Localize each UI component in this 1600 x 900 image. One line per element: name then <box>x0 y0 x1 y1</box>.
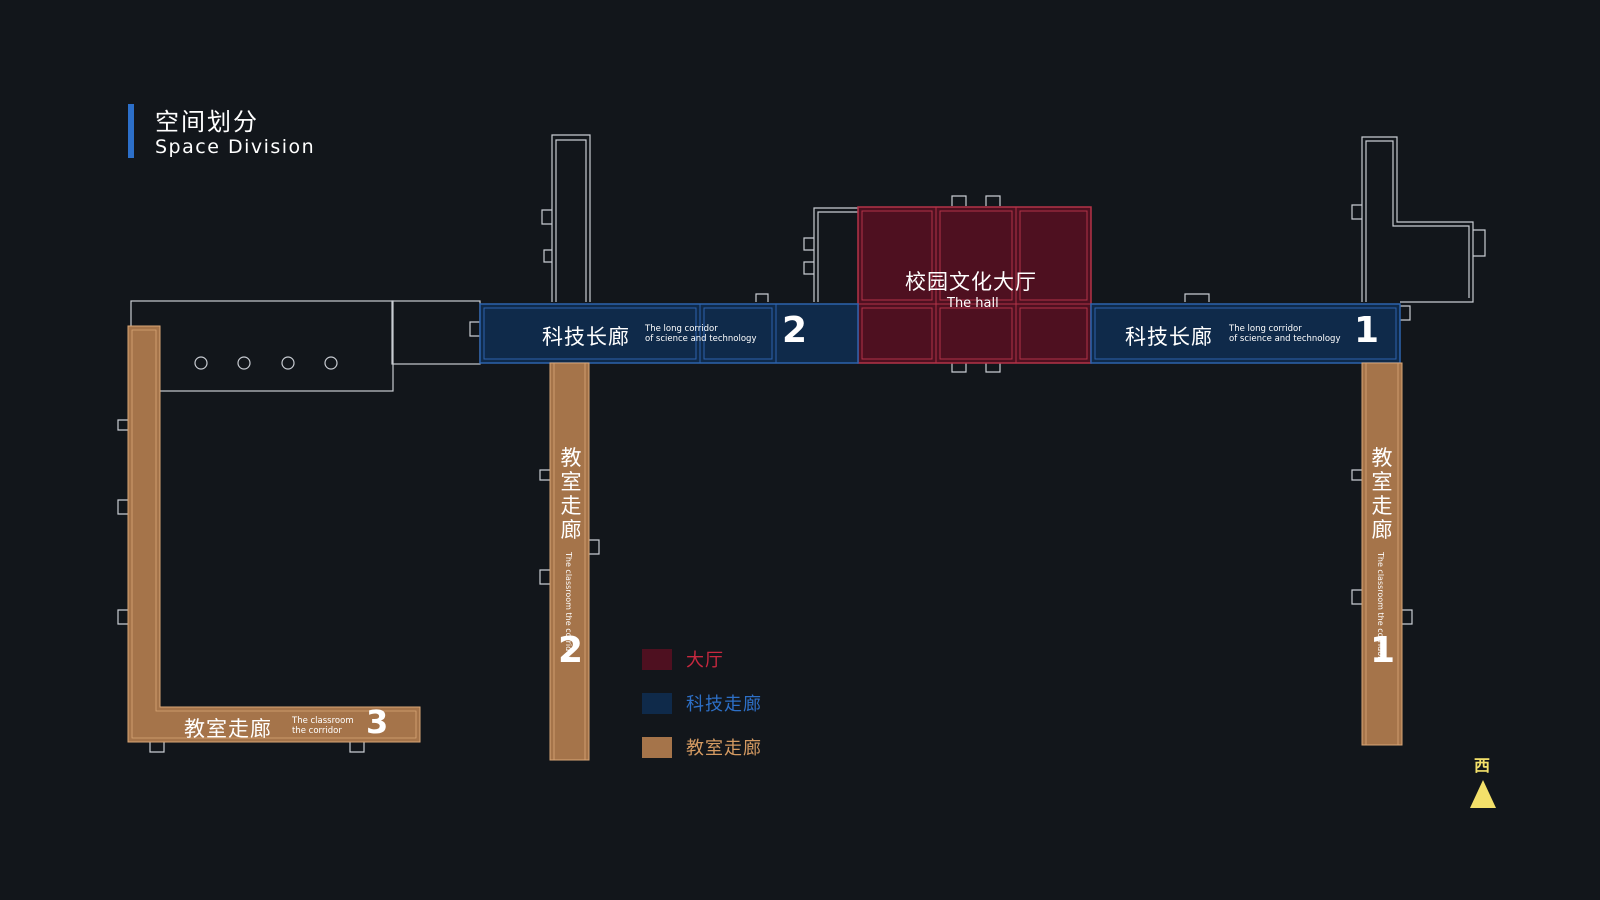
classroom-corridor-2-label-en: The classroom the corridor <box>564 552 573 660</box>
column-circle <box>281 356 295 370</box>
hall-label-cn: 校园文化大厅 <box>905 270 1037 294</box>
tech-corridor-2-zone <box>479 303 859 364</box>
tech-corridor-2-label-cn: 科技长廊 <box>542 325 630 349</box>
classroom-corridor-2-number: 2 <box>558 630 584 671</box>
hall-north-doors <box>951 195 1001 206</box>
tech-corridor-1-zone <box>1090 303 1401 364</box>
page-subtitle: Space Division <box>155 136 316 158</box>
column-circle <box>237 356 251 370</box>
legend-swatch-hall <box>642 648 672 670</box>
north-tower-left-doors <box>541 209 552 263</box>
north-tower-right-doors <box>1351 204 1486 257</box>
legend-swatch-classroom <box>642 736 672 758</box>
classroom-corridor-2-zone <box>549 362 590 761</box>
tech1-north-door <box>1184 293 1210 302</box>
connector-outline <box>391 300 481 365</box>
page-title: 空间划分 <box>155 108 259 136</box>
tech2-north-door <box>755 293 769 302</box>
left-wing-outline <box>130 300 394 392</box>
west-end-door <box>469 321 480 337</box>
tech-corridor-1-label-en-1: The long corridor <box>1229 324 1302 334</box>
legend-item-classroom: 教室走廊 <box>642 736 762 759</box>
classroom-corridor-2-label-cn: 教室走廊 <box>560 446 582 542</box>
hall-annex-doors <box>803 237 814 275</box>
tech-corridor-1-number: 1 <box>1354 310 1380 351</box>
tech-corridor-2-label-en-1: The long corridor <box>645 324 718 334</box>
classroom-corridor-3-label-en-2: the corridor <box>292 726 342 736</box>
class3-wall-details <box>117 419 128 625</box>
hall-label-en: The hall <box>947 296 999 311</box>
tech-corridor-1-label-en-2: of science and technology <box>1229 334 1341 344</box>
column-markers <box>194 356 338 370</box>
hall-zone <box>857 206 1092 364</box>
north-tower-left-outline <box>551 134 591 302</box>
east-end-door <box>1400 305 1411 321</box>
class2-wall-details <box>539 469 600 585</box>
classroom-corridor-3-number: 3 <box>366 703 389 741</box>
tech-corridor-2-label-en-2: of science and technology <box>645 334 757 344</box>
column-circle <box>194 356 208 370</box>
tech-corridor-2-number: 2 <box>782 310 808 351</box>
classroom-corridor-1-label-en: The classroom the corridor <box>1376 552 1385 660</box>
tech-corridor-1-label-cn: 科技长廊 <box>1125 325 1213 349</box>
classroom-corridor-1-label-cn: 教室走廊 <box>1371 446 1393 542</box>
legend-swatch-tech <box>642 692 672 714</box>
legend-label-hall: 大厅 <box>686 650 724 671</box>
class3-south-doors <box>149 742 365 753</box>
wall-outlines <box>117 134 1486 753</box>
north-arrow-icon <box>1470 780 1496 808</box>
classroom-corridor-1-zone <box>1361 362 1403 746</box>
classroom-corridor-1-number: 1 <box>1370 630 1396 671</box>
legend-item-hall: 大厅 <box>642 648 724 671</box>
hall-south-doors <box>951 362 1001 373</box>
compass-label: 西 <box>1474 756 1491 775</box>
hall-annex-inner <box>817 211 858 302</box>
north-tower-left-inner <box>555 139 587 302</box>
classroom-corridor-3-label-cn: 教室走廊 <box>184 717 272 741</box>
title-accent-bar <box>128 104 134 158</box>
north-tower-right-outline <box>1361 136 1474 303</box>
legend-item-tech: 科技走廊 <box>642 692 762 715</box>
classroom-corridor-3-label-en-1: The classroom <box>292 716 354 726</box>
north-tower-right-inner <box>1365 140 1470 302</box>
legend-label-classroom: 教室走廊 <box>686 738 762 759</box>
class1-wall-details <box>1351 469 1413 625</box>
column-circle <box>324 356 338 370</box>
hall-annex-outline <box>813 207 858 302</box>
legend-label-tech: 科技走廊 <box>686 694 762 715</box>
classroom-corridor-3-zone <box>127 325 421 743</box>
